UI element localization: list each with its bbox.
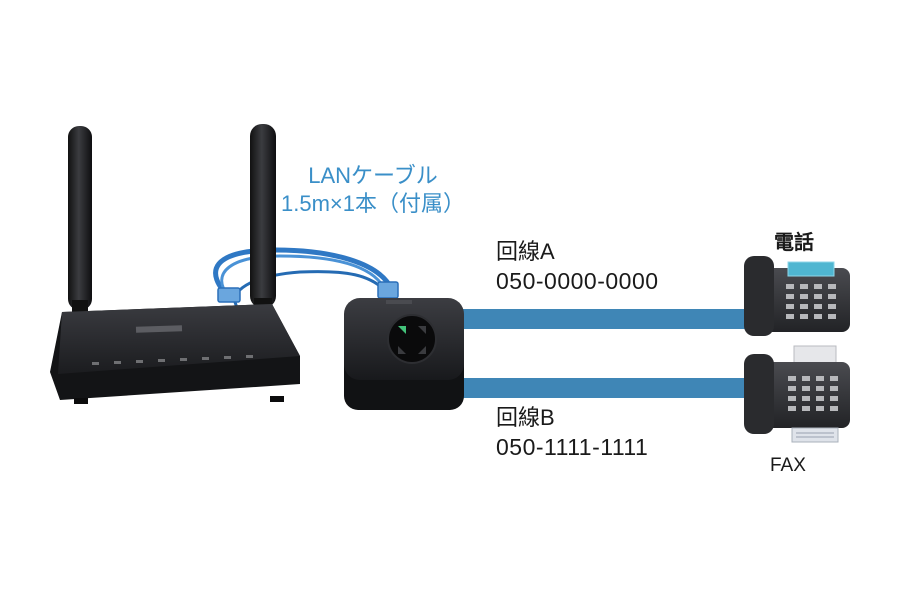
- fax-machine: [744, 345, 850, 443]
- line-b-name: 回線B: [496, 405, 555, 430]
- voip-adapter: [344, 298, 464, 410]
- phone-line-a: [462, 309, 760, 329]
- phone-keypad: [786, 284, 836, 319]
- fax-keypad: [788, 376, 838, 411]
- lan-cable-label-title: LANケーブル: [308, 163, 438, 188]
- phone-label: 電話: [774, 232, 814, 254]
- telephone: [744, 256, 850, 336]
- router-antenna-right: [250, 124, 276, 314]
- wifi-router: [50, 124, 300, 404]
- line-b-number: 050-1111-1111: [496, 434, 649, 460]
- router-leds: [92, 355, 253, 365]
- phone-line-b: [462, 378, 760, 398]
- router-antenna-left: [68, 126, 92, 316]
- lan-cable-label-length: 1.5m×1本（付属）: [281, 191, 465, 216]
- lan-cable-label: LANケーブル 1.5m×1本（付属）: [268, 162, 478, 218]
- line-a-number: 050-0000-0000: [496, 268, 659, 294]
- line-a-name: 回線A: [496, 239, 555, 264]
- fax-label: FAX: [770, 455, 806, 476]
